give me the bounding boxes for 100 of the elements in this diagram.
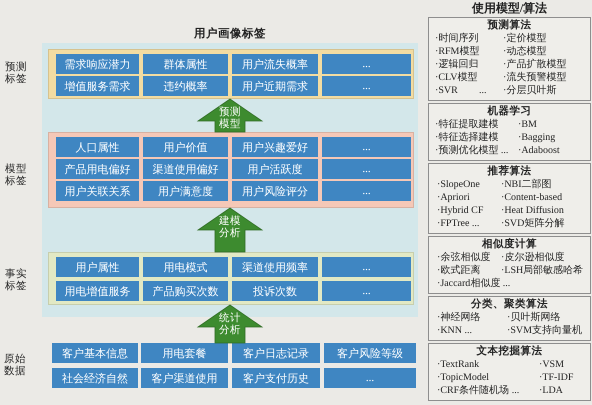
tag-block: 渠道使用偏好 bbox=[143, 159, 228, 179]
list-item: ·Jaccard相似度 ... bbox=[437, 278, 510, 290]
list-item: ·产品扩散模型 bbox=[503, 59, 566, 71]
tag-block: 客户基本信息 bbox=[52, 343, 138, 363]
row-label: 预测标签 bbox=[4, 62, 28, 86]
section-heading: 预测算法 bbox=[486, 19, 532, 32]
list-item: ·贝叶斯网络 bbox=[507, 312, 560, 324]
tag-block: 社会经济自然 bbox=[52, 368, 138, 388]
list-item: ·SVR bbox=[435, 85, 458, 97]
list-item: ·CLV模型 bbox=[435, 72, 478, 84]
row-label: 模型标签 bbox=[4, 164, 28, 188]
tag-block: 用户价值 bbox=[143, 137, 228, 157]
edge-label: 预测模型 bbox=[218, 107, 242, 130]
row-label: 事实标签 bbox=[4, 269, 28, 293]
list-item: ·定价模型 bbox=[503, 33, 546, 45]
edge-label: 统计分析 bbox=[218, 313, 242, 336]
tag-block: ... bbox=[322, 137, 411, 157]
tag-block: 用户属性 bbox=[56, 257, 139, 277]
tag-block: 用电增值服务 bbox=[56, 281, 139, 301]
list-item: ·RFM模型 bbox=[435, 46, 480, 58]
list-item: ·Content-based bbox=[501, 192, 562, 204]
list-item: ·特征选择建模 bbox=[435, 132, 498, 144]
tag-band bbox=[48, 132, 414, 208]
tag-block: 渠道使用频率 bbox=[232, 257, 318, 277]
tag-block: 群体属性 bbox=[143, 54, 228, 74]
tag-block: ... bbox=[322, 281, 411, 301]
list-item: ·动态模型 bbox=[503, 46, 546, 58]
list-item: ·Hybrid CF bbox=[437, 205, 484, 217]
tag-block: 客户日志记录 bbox=[232, 343, 320, 363]
list-item: ·Heat Diffusion bbox=[501, 205, 564, 217]
list-item: ·TF-IDF bbox=[539, 372, 574, 384]
section-heading: 相似度计算 bbox=[480, 238, 538, 251]
tag-block: 客户支付历史 bbox=[232, 368, 320, 388]
list-item: ·预测优化模型 ... bbox=[435, 145, 508, 157]
list-item: ·余弦相似度 bbox=[437, 252, 490, 264]
list-item: ·逻辑回归 bbox=[435, 59, 478, 71]
list-item: ·Apriori bbox=[437, 192, 470, 204]
algorithm-section bbox=[428, 296, 591, 341]
row-label: 原始数据 bbox=[3, 354, 28, 378]
list-item: ·SVM支持向量机 bbox=[507, 325, 582, 337]
algorithm-section bbox=[428, 163, 591, 234]
edge-label: 建模分析 bbox=[218, 216, 242, 239]
tag-block: 用电套餐 bbox=[141, 343, 228, 363]
tag-block: 产品用电偏好 bbox=[56, 159, 139, 179]
algorithm-section bbox=[428, 236, 591, 294]
list-item: ·特征提取建模 bbox=[435, 119, 498, 131]
tag-block: ... bbox=[322, 181, 411, 201]
list-item: ·流失预警模型 bbox=[503, 72, 566, 84]
tag-block: 用户流失概率 bbox=[232, 54, 318, 74]
list-item: ·SlopeOne bbox=[437, 179, 480, 191]
block-arrow bbox=[196, 304, 264, 344]
list-item: ... bbox=[479, 85, 486, 97]
section-heading: 分类、聚类算法 bbox=[470, 298, 549, 311]
tag-block: 用户风险评分 bbox=[232, 181, 318, 201]
list-item: ·NBI二部图 bbox=[501, 179, 552, 191]
list-item: ·FPTree ... bbox=[437, 218, 480, 230]
section-heading: 推荐算法 bbox=[486, 165, 532, 178]
tag-block: 用户兴趣爱好 bbox=[232, 137, 318, 157]
tag-block: 投诉次数 bbox=[232, 281, 318, 301]
list-item: ·时间序列 bbox=[435, 33, 478, 45]
list-item: ·VSM bbox=[539, 359, 564, 371]
tag-block: 客户渠道使用 bbox=[141, 368, 228, 388]
list-item: ·TopicModel bbox=[437, 372, 490, 384]
list-item: ·皮尔逊相似度 bbox=[501, 252, 564, 264]
algorithm-section bbox=[428, 103, 591, 161]
tag-block: 客户风险等级 bbox=[324, 343, 416, 363]
algorithm-section bbox=[428, 343, 591, 401]
tag-band bbox=[48, 49, 414, 99]
tag-block: 产品购买次数 bbox=[143, 281, 228, 301]
list-item: ·分层贝叶斯 bbox=[503, 85, 556, 97]
tag-block: 用户活跃度 bbox=[232, 159, 318, 179]
tag-block: 需求响应潜力 bbox=[56, 54, 139, 74]
tag-block: 用户近期需求 bbox=[232, 76, 318, 96]
tag-block: ... bbox=[324, 368, 416, 388]
section-heading: 机器学习 bbox=[486, 105, 532, 118]
list-item: ·CRF条件随机场 ... bbox=[437, 385, 520, 397]
tag-block: 用户关联关系 bbox=[56, 181, 139, 201]
tag-block: ... bbox=[322, 257, 411, 277]
tag-block: ... bbox=[322, 54, 411, 74]
tag-block: 违约概率 bbox=[143, 76, 228, 96]
list-item: ·神经网络 bbox=[437, 312, 480, 324]
algorithm-section bbox=[428, 17, 591, 101]
tag-band bbox=[48, 252, 414, 305]
panel-title: 使用模型/算法 bbox=[470, 0, 548, 16]
tag-block: 用电模式 bbox=[143, 257, 228, 277]
tag-block: 用户满意度 bbox=[143, 181, 228, 201]
section-heading: 文本挖掘算法 bbox=[476, 345, 544, 358]
list-item: ·LSH局部敏感哈希 bbox=[501, 265, 584, 277]
list-item: ·SVD矩阵分解 bbox=[501, 218, 564, 230]
list-item: ·LDA bbox=[539, 385, 563, 397]
list-item: ·BM bbox=[518, 119, 537, 131]
list-item: ·KNN ... bbox=[437, 325, 472, 337]
tag-block: 人口属性 bbox=[56, 137, 139, 157]
list-item: ·Bagging bbox=[518, 132, 556, 144]
block-arrow bbox=[196, 98, 264, 132]
list-item: ·TextRank bbox=[437, 359, 480, 371]
tag-block: ... bbox=[322, 159, 411, 179]
tag-block: ... bbox=[322, 76, 411, 96]
block-arrow bbox=[196, 208, 264, 252]
panel-title: 用户画像标签 bbox=[193, 26, 267, 42]
